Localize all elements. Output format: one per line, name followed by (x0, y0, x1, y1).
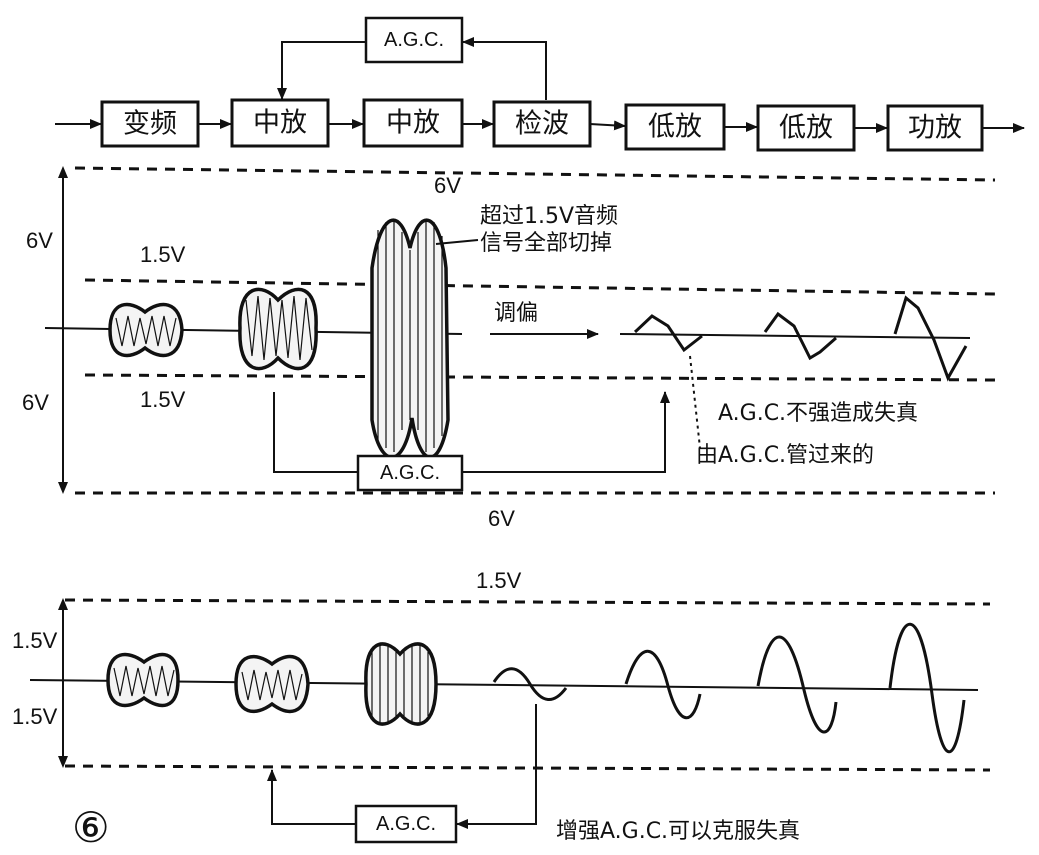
bottom-section: 1.5V 1.5V 1.5V A.G.C. 增强A.G.C.可以克服失真 ⑥ (12, 568, 991, 852)
if-amp-1-label: 中放 (253, 108, 307, 139)
top-audio-baseline (619, 333, 971, 339)
bottom-envelope-3-carrier (371, 644, 429, 724)
distortion-pointer (689, 355, 701, 449)
top-audio-wave-1 (633, 314, 703, 353)
if-amp-1-block: 中放 (230, 98, 330, 148)
detector-block: 检波 (492, 100, 592, 148)
top-threshold-upper-label: 1.5V (140, 242, 186, 267)
top-threshold-upper-line (84, 278, 996, 296)
af-amp-2-label: 低放 (779, 113, 833, 144)
bottom-axis-arrow-up (58, 598, 68, 610)
bottom-caption: 增强A.G.C.可以克服失真 (556, 819, 800, 844)
top-limit-label: 6V (434, 173, 461, 198)
af-amp-2-block: 低放 (756, 104, 856, 152)
agc-feedback-to-if (277, 41, 366, 100)
bottom-envelope-1-carrier (113, 665, 175, 697)
bottom-baseline (29, 679, 979, 691)
af-amp-1-block: 低放 (624, 103, 726, 151)
bottom-audio-wave-3 (756, 635, 838, 734)
block-chain: 变频 中放 中放 检波 低放 低放 功放 (55, 16, 1025, 152)
top-section: 6V 6V 6V 1.5V 1.5V 6V 超过1.5V音频 信号全部切掉 调偏… (22, 166, 996, 531)
clip-note-pointer (435, 239, 479, 245)
if-amp-2-block: 中放 (362, 98, 464, 148)
top-axis-arrow-down (58, 482, 68, 494)
top-threshold-lower-label: 1.5V (140, 387, 186, 412)
mixer-block: 变频 (100, 100, 200, 148)
middle-agc-block: A.G.C. (356, 454, 464, 492)
top-agc-label: A.G.C. (384, 29, 444, 51)
figure-number: ⑥ (72, 803, 110, 852)
top-bottom-limit-label: 6V (488, 506, 515, 531)
bottom-range-upper-label: 1.5V (12, 628, 58, 653)
bottom-agc-label: A.G.C. (376, 813, 436, 835)
power-amp-block: 功放 (886, 104, 984, 152)
top-envelope-small (108, 302, 184, 358)
top-range-lower-label: 6V (22, 390, 49, 415)
bottom-axis-arrow-down (58, 756, 68, 768)
top-audio-wave-2 (763, 311, 837, 361)
clip-note-line1: 超过1.5V音频 (480, 204, 618, 229)
distortion-source-note: 由A.G.C.管过来的 (696, 443, 874, 468)
bottom-limit-lower-line (64, 764, 991, 772)
bottom-agc-block: A.G.C. (354, 804, 458, 844)
clip-note-line2: 信号全部切掉 (480, 231, 612, 256)
middle-agc-input-line (273, 392, 357, 473)
middle-agc-output-line (462, 391, 670, 473)
bottom-envelope-2 (234, 654, 310, 714)
bottom-audio-wave-4 (888, 622, 966, 754)
top-envelope-medium (238, 287, 318, 371)
agc-feedback-from-detector (462, 37, 547, 100)
if-amp-2-label: 中放 (386, 108, 440, 139)
top-range-upper-label: 6V (26, 228, 53, 253)
power-amp-label: 功放 (908, 113, 962, 144)
af-amp-1-label: 低放 (648, 112, 702, 143)
top-envelope-medium-carrier (245, 295, 313, 361)
bottom-limit-upper-line (64, 598, 991, 606)
top-limit-upper-line (74, 166, 996, 182)
top-envelope-large-carrier (377, 220, 443, 452)
top-envelope-small-carrier (115, 315, 177, 347)
modulation-arrow-label: 调偏 (494, 301, 538, 326)
middle-agc-label: A.G.C. (380, 462, 440, 484)
bottom-range-lower-label: 1.5V (12, 704, 58, 729)
mixer-label: 变频 (123, 109, 177, 140)
bottom-agc-output-line (267, 769, 356, 825)
top-agc-block: A.G.C. (364, 16, 464, 64)
top-axis-arrow-up (58, 166, 68, 178)
top-threshold-lower-line (84, 373, 996, 382)
arrow-detector-af1 (589, 120, 626, 131)
distortion-note: A.G.C.不强造成失真 (718, 401, 918, 426)
bottom-audio-wave-2 (624, 649, 702, 720)
bottom-agc-input-line (456, 704, 537, 829)
bottom-envelope-1 (106, 652, 180, 708)
bottom-envelope-3 (364, 642, 438, 726)
detector-label: 检波 (515, 109, 569, 140)
bottom-limit-label: 1.5V (476, 568, 522, 593)
top-audio-wave-3 (893, 295, 968, 382)
bottom-audio-wave-1 (492, 667, 568, 701)
bottom-envelope-2-carrier (241, 669, 303, 701)
